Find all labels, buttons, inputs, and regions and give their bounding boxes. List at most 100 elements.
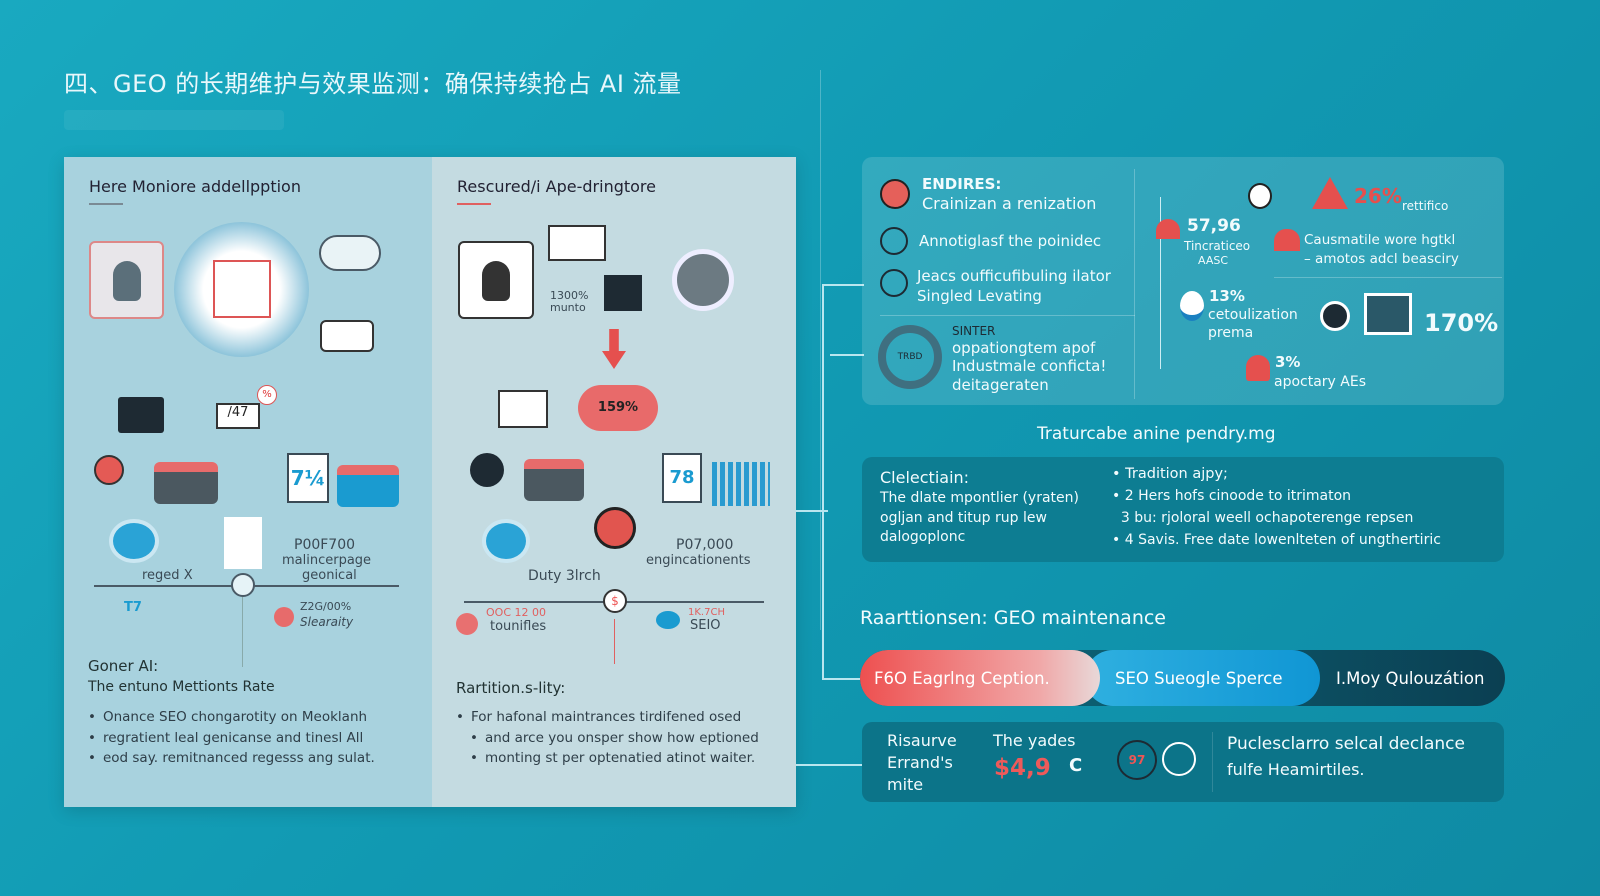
envelope-icon	[604, 275, 642, 311]
pill-segment-geo[interactable]: F6O Eagrlng Ception.	[860, 650, 1100, 706]
summary-value: $4,9	[994, 755, 1051, 781]
card-line: The dlate mpontlier (yraten)	[880, 490, 1079, 506]
bar-chart-icon	[712, 462, 770, 506]
item-text: Industmale conficta!	[952, 357, 1107, 375]
item-title: SINTER	[952, 324, 996, 338]
label-c1: OOC 12 00	[486, 606, 546, 619]
divider	[880, 315, 1135, 316]
card-bullet: 3 bu: rjoloral weell ochapoterenge repse…	[1112, 510, 1414, 526]
document-icon: 78	[662, 453, 702, 503]
card-line: ogljan and titup rup lew	[880, 510, 1047, 526]
process-pill: SEO Sueogle Sperce F6O Eagrlng Ception. …	[860, 650, 1505, 706]
bullet-item: For hafonal maintrances tirdifened osed	[456, 707, 759, 728]
chat-card-icon	[548, 225, 606, 261]
pill-segment-quality[interactable]: I.Moy Qulouzátion	[1336, 668, 1485, 688]
label-p2: malincerpage	[282, 553, 372, 568]
card-bullet: • 2 Hers hofs cinoode to itrimaton	[1112, 488, 1352, 504]
axis-node-icon	[231, 573, 255, 597]
warn-label: rettifico	[1402, 199, 1449, 213]
left-bullet-list: Onance SEO chongarotity on Meoklanh regr…	[88, 707, 375, 769]
label-p2: engincationents	[646, 553, 751, 568]
page-title: 四、GEO 的长期维护与效果监测：确保持续抢占 AI 流量	[64, 70, 682, 98]
document-icon: 7¼	[287, 453, 329, 503]
pill-segment-seo[interactable]: SEO Sueogle Sperce	[1085, 650, 1320, 706]
label-s2: Slearaity	[300, 615, 354, 629]
user-pin-icon	[94, 455, 124, 485]
stat-label: Tincraticeo	[1184, 239, 1251, 253]
summary-value-label: The yades	[993, 731, 1076, 750]
axis-vertical	[614, 619, 615, 664]
label-munto: munto	[550, 301, 586, 314]
heading-underline	[457, 203, 491, 205]
stat-label: prema	[1208, 325, 1254, 341]
bullet-item: Onance SEO chongarotity on Meoklanh	[88, 707, 375, 728]
collection-card: Clelectiain: The dlate mpontlier (yraten…	[862, 457, 1504, 562]
stat-pct: 3%	[1275, 353, 1301, 371]
item-text: Jeacs oufficufibuling ilator	[917, 267, 1111, 285]
stat-pct: 57,96	[1187, 216, 1241, 236]
dashboard-icon	[1364, 293, 1412, 335]
folder-icon	[524, 459, 584, 501]
metrics-card: ENDIRES: Crainizan a renization Annotigl…	[862, 157, 1504, 405]
link-icon	[274, 607, 294, 627]
left-heading: Here Moniore addellpption	[89, 177, 301, 196]
person-icon	[1248, 183, 1272, 209]
stat-label: apoctary AEs	[1274, 374, 1367, 390]
divider	[820, 70, 821, 630]
percent-badge: %	[257, 385, 277, 405]
chat-bubble-icon: 97	[1117, 740, 1157, 780]
divider	[1212, 732, 1213, 792]
search-icon	[1320, 301, 1350, 331]
label-s1: Z2G/00%	[300, 600, 352, 613]
folder-icon	[154, 462, 218, 504]
label-s2: SEIO	[690, 618, 721, 633]
item-title: ENDIRES:	[922, 175, 1002, 193]
connector	[796, 510, 828, 512]
card-bullet: • Tradition ajpy;	[1112, 466, 1228, 482]
label-1300: 1300%	[550, 289, 589, 302]
stat-next: – amotos adcl beasciry	[1304, 251, 1459, 267]
cloud-icon	[1156, 219, 1180, 239]
stat-big: 170%	[1424, 309, 1499, 337]
stat-label: AASC	[1198, 254, 1229, 267]
bullet-item: monting st per optenatied atinot waiter.	[456, 748, 759, 769]
summary-text: fulfe Heamirtiles.	[1227, 760, 1365, 779]
bullet-item: eod say. remitnanced regesss ang sulat.	[88, 748, 375, 769]
cloud-icon	[319, 235, 381, 271]
connector	[796, 764, 862, 766]
stat-next: Causmatile wore hgtkl	[1304, 232, 1456, 248]
monitor-globe-icon	[174, 222, 309, 357]
network-icon	[880, 269, 908, 297]
connector	[822, 678, 862, 680]
bullet-item: and arce you onsper show how eptioned	[456, 728, 759, 749]
stat-pct: 13%	[1209, 287, 1245, 305]
label-duty: Duty 3lrch	[528, 568, 601, 584]
warn-pct: 26%	[1354, 184, 1402, 208]
card-line: dalogoplonc	[880, 529, 966, 545]
summary-text: Puclesclarro selcal declance	[1227, 734, 1465, 754]
person-icon	[1180, 291, 1204, 321]
folder-icon-blue	[337, 465, 399, 507]
item-text: oppationgtem apof	[952, 339, 1096, 357]
summary-label: Errand's	[887, 753, 953, 772]
network-icon	[880, 227, 908, 255]
card-title: Clelectiain:	[880, 468, 970, 487]
label-p1: P00F700	[294, 537, 356, 553]
label-s1: 1K.7CH	[688, 607, 725, 618]
title-underline	[64, 110, 284, 130]
link-icon	[456, 613, 478, 635]
cloud-stat-icon: 159%	[578, 385, 658, 431]
monitoring-panel: Here Moniore addellpption /47 % 7¼ reged…	[64, 157, 796, 807]
tree-line	[1160, 197, 1161, 369]
axis-vertical	[242, 597, 243, 667]
summary-card: Risaurve Errand's mite The yades $4,9 C …	[862, 722, 1504, 802]
item-text: deitageraten	[952, 376, 1049, 394]
alert-icon	[470, 453, 504, 487]
bulb-card-icon	[224, 517, 262, 569]
warning-icon	[1312, 177, 1348, 209]
link-icon-blue	[656, 611, 680, 629]
item-text: Crainizan a renization	[922, 194, 1097, 213]
monitor-chart-icon	[118, 397, 164, 433]
trend-chart-icon	[498, 390, 548, 428]
label-p3: geonical	[302, 568, 357, 583]
